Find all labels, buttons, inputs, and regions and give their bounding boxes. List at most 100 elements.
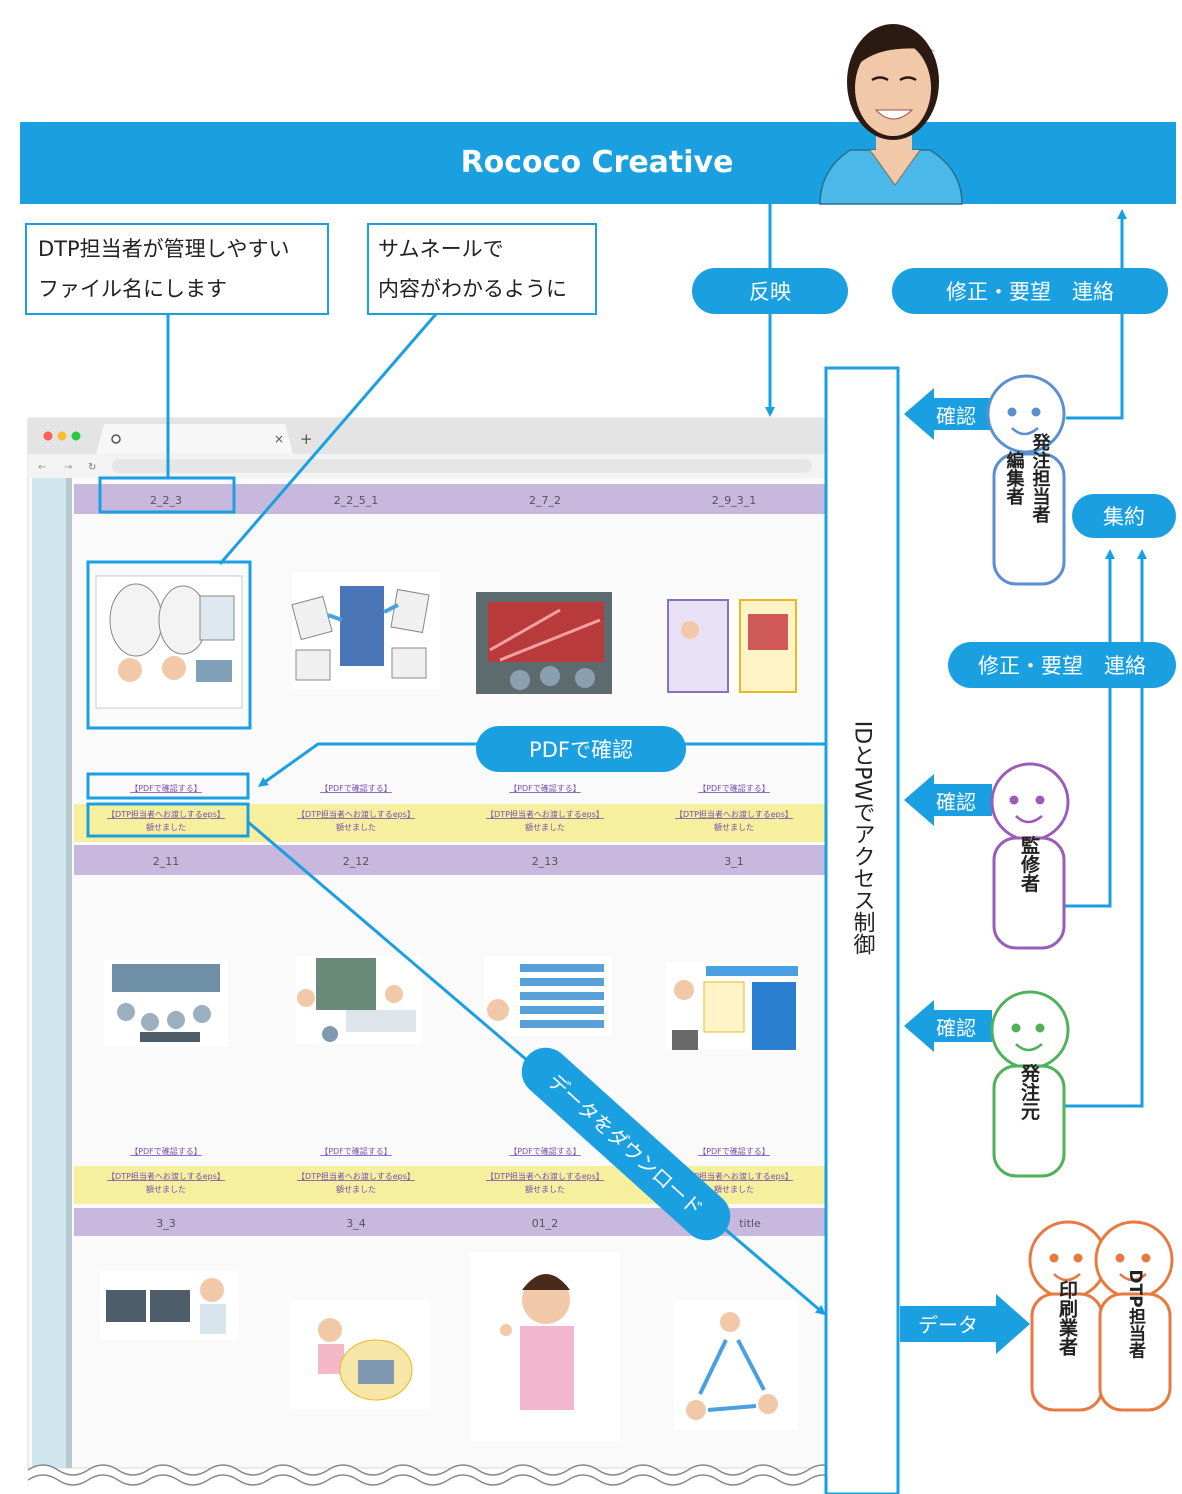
grid-label: 2_2_5_1 xyxy=(334,494,379,507)
confirm-arrow-client: 確認 xyxy=(904,1000,992,1052)
supervisor-request-arrow xyxy=(1062,549,1115,908)
download-note: 額せました xyxy=(146,1184,186,1194)
download-note: 額せました xyxy=(525,822,565,832)
new-tab-icon[interactable]: + xyxy=(300,430,313,448)
torn-page-edge xyxy=(28,1465,838,1494)
svg-text:確認: 確認 xyxy=(936,404,976,428)
pdf-link[interactable]: 【PDFで確認する】 xyxy=(509,783,581,793)
data-arrow: データ xyxy=(900,1294,1030,1354)
editor-figure: 発注担当者 編集者 xyxy=(986,374,1066,586)
pdf-confirm-pill: PDFで確認 xyxy=(476,726,686,772)
request-top-pill: 修正・要望 連絡 xyxy=(892,268,1168,314)
svg-text:ファイル名にします: ファイル名にします xyxy=(38,277,227,301)
download-link[interactable]: 【DTP担当者へお渡しするeps】 xyxy=(675,1171,793,1181)
access-control-label: IDとPWでアクセス制御 xyxy=(850,721,876,956)
thumbnail-row-3 xyxy=(100,1252,798,1442)
grid-label: 2_2_3 xyxy=(150,494,182,507)
request-mid-pill: 修正・要望 連絡 xyxy=(948,642,1176,688)
confirm-arrow-supervisor: 確認 xyxy=(904,774,992,826)
grid-label: title xyxy=(739,1217,761,1230)
download-note: 額せました xyxy=(714,822,754,832)
minimize-window-dot[interactable] xyxy=(57,431,67,441)
close-window-dot[interactable] xyxy=(43,431,53,441)
client-label: 発注元 xyxy=(1018,1062,1041,1121)
maximize-window-dot[interactable] xyxy=(71,431,81,441)
tab-favicon-icon xyxy=(111,434,121,444)
grid-label: 2_9_3_1 xyxy=(712,494,757,507)
svg-text:確認: 確認 xyxy=(936,790,976,814)
svg-text:修正・要望 連絡: 修正・要望 連絡 xyxy=(946,280,1114,304)
request-top-arrow xyxy=(1066,209,1127,420)
header-bar xyxy=(20,122,1176,204)
grid-label: 3_3 xyxy=(156,1217,176,1230)
supervisor-figure: 監修者 xyxy=(990,762,1070,950)
access-control-bar xyxy=(824,366,900,1494)
pdf-link[interactable]: 【PDFで確認する】 xyxy=(698,1146,770,1156)
pdf-link[interactable]: 【PDFで確認する】 xyxy=(320,783,392,793)
grid-label: 3_4 xyxy=(346,1217,366,1230)
grid-label-row-1 xyxy=(74,484,828,514)
editor-label-2: 編集者 xyxy=(1004,450,1026,506)
download-link[interactable]: 【DTP担当者へお渡しするeps】 xyxy=(486,809,604,819)
thumbnail-connector xyxy=(218,313,438,565)
filename-callout: DTP担当者が管理しやすい ファイル名にします xyxy=(25,223,329,315)
thumbnail-callout: サムネールで 内容がわかるように xyxy=(367,223,597,315)
thumbnail-highlight xyxy=(86,560,252,730)
pdf-link[interactable]: 【PDFで確認する】 xyxy=(130,1146,202,1156)
back-icon[interactable]: ← xyxy=(38,462,46,473)
grid-label: 2_7_2 xyxy=(529,494,561,507)
editor-label-1: 発注担当者 xyxy=(1030,432,1052,524)
forward-icon[interactable]: → xyxy=(64,462,72,473)
download-note: 額せました xyxy=(336,822,376,832)
reload-icon[interactable]: ↻ xyxy=(88,462,96,473)
link-row-1: 【PDFで確認する】 【PDFで確認する】 【PDFで確認する】 【PDFで確認… xyxy=(74,783,828,842)
svg-text:修正・要望 連絡: 修正・要望 連絡 xyxy=(978,654,1146,678)
pdf-link[interactable]: 【PDFで確認する】 xyxy=(698,783,770,793)
thumbnail-row-2 xyxy=(104,956,800,1050)
download-link[interactable]: 【DTP担当者へお渡しするeps】 xyxy=(486,1171,604,1181)
tab-close-icon[interactable]: × xyxy=(274,432,284,446)
grid-label: 01_2 xyxy=(532,1217,559,1230)
svg-text:確認: 確認 xyxy=(936,1016,976,1040)
client-figure: 発注元 xyxy=(990,990,1070,1178)
download-link[interactable]: 【DTP担当者へお渡しするeps】 xyxy=(297,809,415,819)
aggregate-pill: 集約 xyxy=(1072,494,1176,538)
reflect-pill: 反映 xyxy=(692,268,848,314)
dtp-label: DTP担当者 xyxy=(1125,1269,1147,1359)
header-title: Rococo Creative xyxy=(461,145,734,180)
download-note: 額せました xyxy=(714,1184,754,1194)
grid-label: 3_1 xyxy=(724,855,744,868)
grid-label: 2_11 xyxy=(153,855,180,868)
svg-text:反映: 反映 xyxy=(749,280,791,304)
download-link-highlight xyxy=(86,802,250,838)
woman-avatar xyxy=(819,24,963,205)
client-request-arrow xyxy=(1062,549,1147,1108)
download-link[interactable]: 【DTP担当者へお渡しするeps】 xyxy=(107,1171,225,1181)
download-link[interactable]: 【DTP担当者へお渡しするeps】 xyxy=(107,809,225,819)
svg-text:DTP担当者が管理しやすい: DTP担当者が管理しやすい xyxy=(38,237,289,261)
address-bar[interactable] xyxy=(112,459,812,473)
svg-text:データ: データ xyxy=(918,1313,978,1337)
svg-text:内容がわかるように: 内容がわかるように xyxy=(378,277,567,301)
download-link[interactable]: 【DTP担当者へお渡しするeps】 xyxy=(297,1171,415,1181)
dtp-figure: DTP担当者 xyxy=(1094,1220,1174,1412)
printer-label: 印刷業者 xyxy=(1056,1280,1079,1357)
pdf-link[interactable]: 【PDFで確認する】 xyxy=(509,1146,581,1156)
browser-side-strip xyxy=(32,478,66,1468)
svg-text:PDFで確認: PDFで確認 xyxy=(529,738,633,762)
browser-tab[interactable] xyxy=(96,424,293,454)
download-link[interactable]: 【DTP担当者へお渡しするeps】 xyxy=(675,809,793,819)
browser-window: × + ← → ↻ 2_2_3 2_2_5_1 2_7_2 2_9_3_1 xyxy=(27,417,839,1494)
grid-label: 2_12 xyxy=(343,855,370,868)
printer-figure: 印刷業者 xyxy=(1028,1220,1108,1412)
download-note: 額せました xyxy=(525,1184,565,1194)
grid-label: 2_13 xyxy=(532,855,559,868)
download-note: 額せました xyxy=(146,822,186,832)
svg-text:集約: 集約 xyxy=(1103,505,1145,529)
pdf-link-highlight xyxy=(86,772,250,800)
pdf-link[interactable]: 【PDFで確認する】 xyxy=(320,1146,392,1156)
pdf-link[interactable]: 【PDFで確認する】 xyxy=(130,783,202,793)
grid-label-row-2 xyxy=(74,845,828,875)
confirm-arrow-editor: 確認 xyxy=(904,388,992,440)
